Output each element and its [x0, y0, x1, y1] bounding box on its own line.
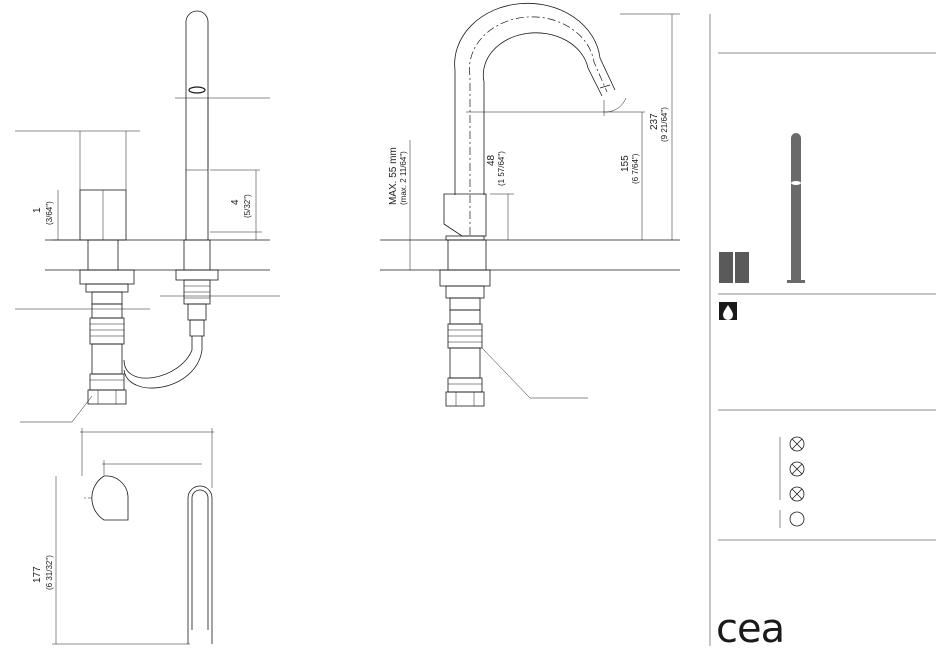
dim-237-value: 237: [649, 113, 660, 130]
gooseneck-spout: [455, 3, 615, 195]
dimension-4: 4 (5/32"): [230, 194, 252, 218]
dimension-155: 155 (6 7/64"): [620, 153, 640, 184]
side-view: [380, 3, 680, 406]
dim-155-value: 155: [620, 155, 631, 172]
empty-circle-icon: [790, 512, 804, 526]
dim-max-imperial: (max. 2 11/64"): [399, 151, 408, 205]
product-thumbnail-spout: [787, 133, 805, 283]
dimension-48: 48 (1 57/64"): [486, 151, 506, 186]
dim-48-value: 48: [486, 154, 497, 166]
spout-column: [176, 11, 218, 336]
dim-1-imperial: (3/64"): [45, 201, 54, 225]
dim-max-value: MAX. 55 mm: [388, 147, 399, 205]
water-drop-icon: [719, 302, 737, 320]
product-thumbnail-handle: [719, 252, 749, 283]
crossed-circle-icon: [790, 437, 804, 451]
dim-237-imperial: (9 21/64"): [660, 107, 669, 142]
dimension-1: 1 (3/64"): [32, 201, 54, 225]
dim-155-imperial: (6 7/64"): [631, 153, 640, 184]
dim-177-value: 177: [32, 566, 43, 583]
dim-4-imperial: (5/32"): [243, 194, 252, 218]
crossed-circle-icon: [790, 462, 804, 476]
dim-177-imperial: (6 31/32"): [45, 555, 54, 590]
top-view: [52, 428, 214, 644]
side-valve-connector: [446, 310, 484, 406]
valve-connector: [88, 304, 126, 404]
crossed-circle-icon: [790, 487, 804, 501]
brand-logo: cea: [716, 606, 784, 652]
dimension-237: 237 (9 21/64"): [649, 107, 669, 142]
flexible-hose: [124, 336, 192, 378]
dim-1-value: 1: [32, 207, 43, 213]
dimension-177: 177 (6 31/32"): [32, 555, 54, 590]
finishes-legend: [780, 437, 804, 528]
dim-4-value: 4: [230, 199, 241, 205]
front-view: [15, 11, 280, 422]
info-panel: cea: [710, 14, 936, 652]
dim-48-imperial: (1 57/64"): [497, 151, 506, 186]
dimension-max: MAX. 55 mm (max. 2 11/64"): [388, 147, 408, 205]
